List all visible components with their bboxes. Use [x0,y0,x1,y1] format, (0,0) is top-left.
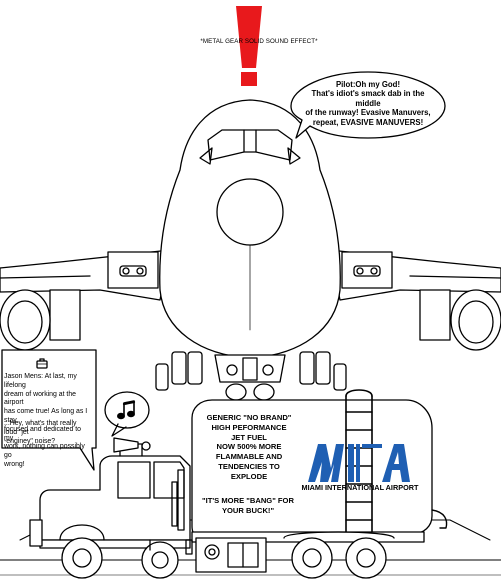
pilot-dialogue: Pilot:Oh my God! That's idiot's smack da… [305,80,431,127]
cab-rear-wheel [141,541,179,579]
cab-window [117,461,151,499]
right-engine [341,251,501,351]
miami-airport-logo [308,444,410,482]
cockpit-window-right [255,129,293,161]
jason-dialogue-question: ...Hey, what's that really loud "jet -en… [4,420,77,445]
air-horn [113,437,151,457]
jason-dialogue-main: Jason Mens: At last, my lifelong dream o… [4,373,88,468]
exclamation-icon [236,6,262,86]
cockpit-window-left [207,129,245,161]
toolbox-icon [36,358,48,369]
nose-landing-gear [214,354,286,401]
music-note-bubble [104,391,150,437]
jason-speech-bubble [1,349,97,471]
main-landing-gear [155,351,347,391]
left-engine [0,251,159,351]
sound-effect-caption: *METAL GEAR SOLID SOUND EFFECT* [200,38,318,45]
rear-wheels [283,531,395,579]
front-wheel [61,537,103,579]
pump-panel [195,537,267,573]
airplane [0,99,501,401]
fuel-ad-text: GENERIC "NO BRAND" HIGH PEFORMANCE JET F… [206,413,292,481]
music-note-icon [117,400,136,420]
airport-name-text: MIAMI INTERNATIONAL AIRPORT [301,483,419,492]
pilot-speech-bubble [290,71,446,139]
fuel-ad-tagline: "IT'S MORE "BANG" FOR YOUR BUCK!" [202,496,294,515]
